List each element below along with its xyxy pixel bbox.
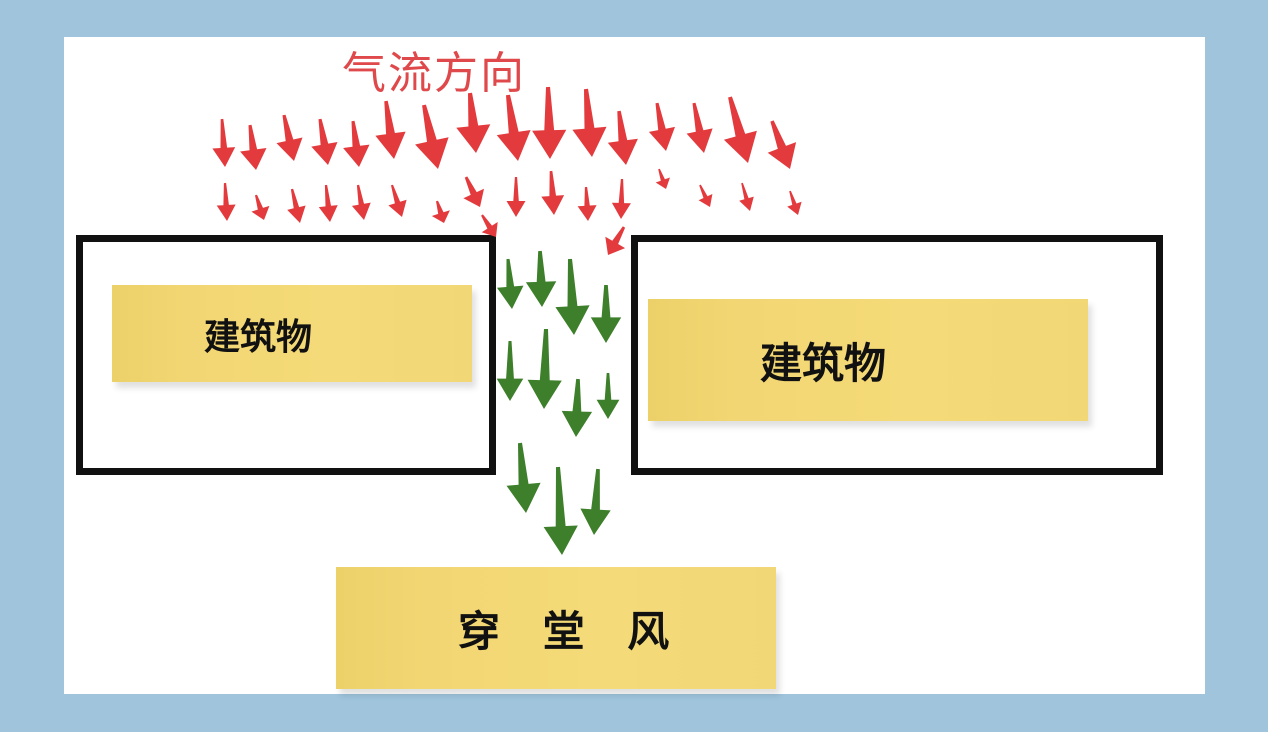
incoming-arrow xyxy=(351,184,371,220)
channel-arrow xyxy=(506,442,541,513)
incoming-arrow xyxy=(787,190,802,215)
incoming-arrow xyxy=(276,114,303,161)
incoming-arrow xyxy=(572,88,607,157)
channel-arrow xyxy=(590,285,622,343)
cross-ventilation-label: 穿 堂 风 xyxy=(336,567,776,689)
channel-arrow xyxy=(497,258,524,309)
incoming-arrow xyxy=(506,177,526,217)
building-left-label: 建筑物 xyxy=(112,285,472,382)
incoming-arrow xyxy=(463,176,484,207)
channel-arrow xyxy=(561,378,593,437)
channel-arrow xyxy=(543,466,578,555)
incoming-arrow xyxy=(318,184,338,222)
incoming-arrow xyxy=(605,226,626,255)
incoming-arrow xyxy=(481,214,498,237)
incoming-arrow xyxy=(577,186,597,221)
building-right-label: 建筑物 xyxy=(648,299,1088,421)
incoming-arrow xyxy=(287,188,306,223)
incoming-arrow xyxy=(723,96,757,163)
diagram-canvas: 气流方向 建筑物 建筑物 穿 堂 风 xyxy=(64,37,1205,694)
incoming-arrow xyxy=(611,179,631,219)
incoming-arrow xyxy=(388,184,407,217)
incoming-arrow xyxy=(496,94,531,161)
channel-arrow xyxy=(596,373,620,419)
incoming-arrow xyxy=(655,168,670,189)
incoming-arrow xyxy=(698,184,713,207)
incoming-arrow xyxy=(212,118,236,167)
channel-arrow xyxy=(527,329,562,409)
incoming-arrow xyxy=(343,120,370,167)
incoming-arrow xyxy=(532,86,567,159)
incoming-arrow xyxy=(311,118,338,165)
incoming-arrow xyxy=(415,104,449,169)
channel-airflow-arrows xyxy=(496,250,622,555)
channel-arrow xyxy=(555,258,590,335)
incoming-arrow xyxy=(767,120,797,169)
incoming-arrow xyxy=(216,182,236,221)
airflow-arrows xyxy=(212,86,802,555)
incoming-arrow xyxy=(431,200,450,223)
incoming-arrow xyxy=(739,182,754,211)
incoming-arrow xyxy=(240,124,267,170)
airflow-direction-title: 气流方向 xyxy=(342,48,526,99)
incoming-arrow xyxy=(648,102,675,151)
channel-arrow xyxy=(525,250,557,307)
incoming-arrow xyxy=(456,92,491,153)
incoming-arrow xyxy=(686,102,713,153)
incoming-arrow xyxy=(541,170,565,215)
incoming-arrow xyxy=(251,194,270,220)
channel-arrow xyxy=(580,468,611,535)
incoming-arrow xyxy=(607,110,638,165)
incoming-arrow xyxy=(375,100,406,159)
channel-arrow xyxy=(496,341,524,401)
incoming-airflow-arrows xyxy=(212,86,802,255)
